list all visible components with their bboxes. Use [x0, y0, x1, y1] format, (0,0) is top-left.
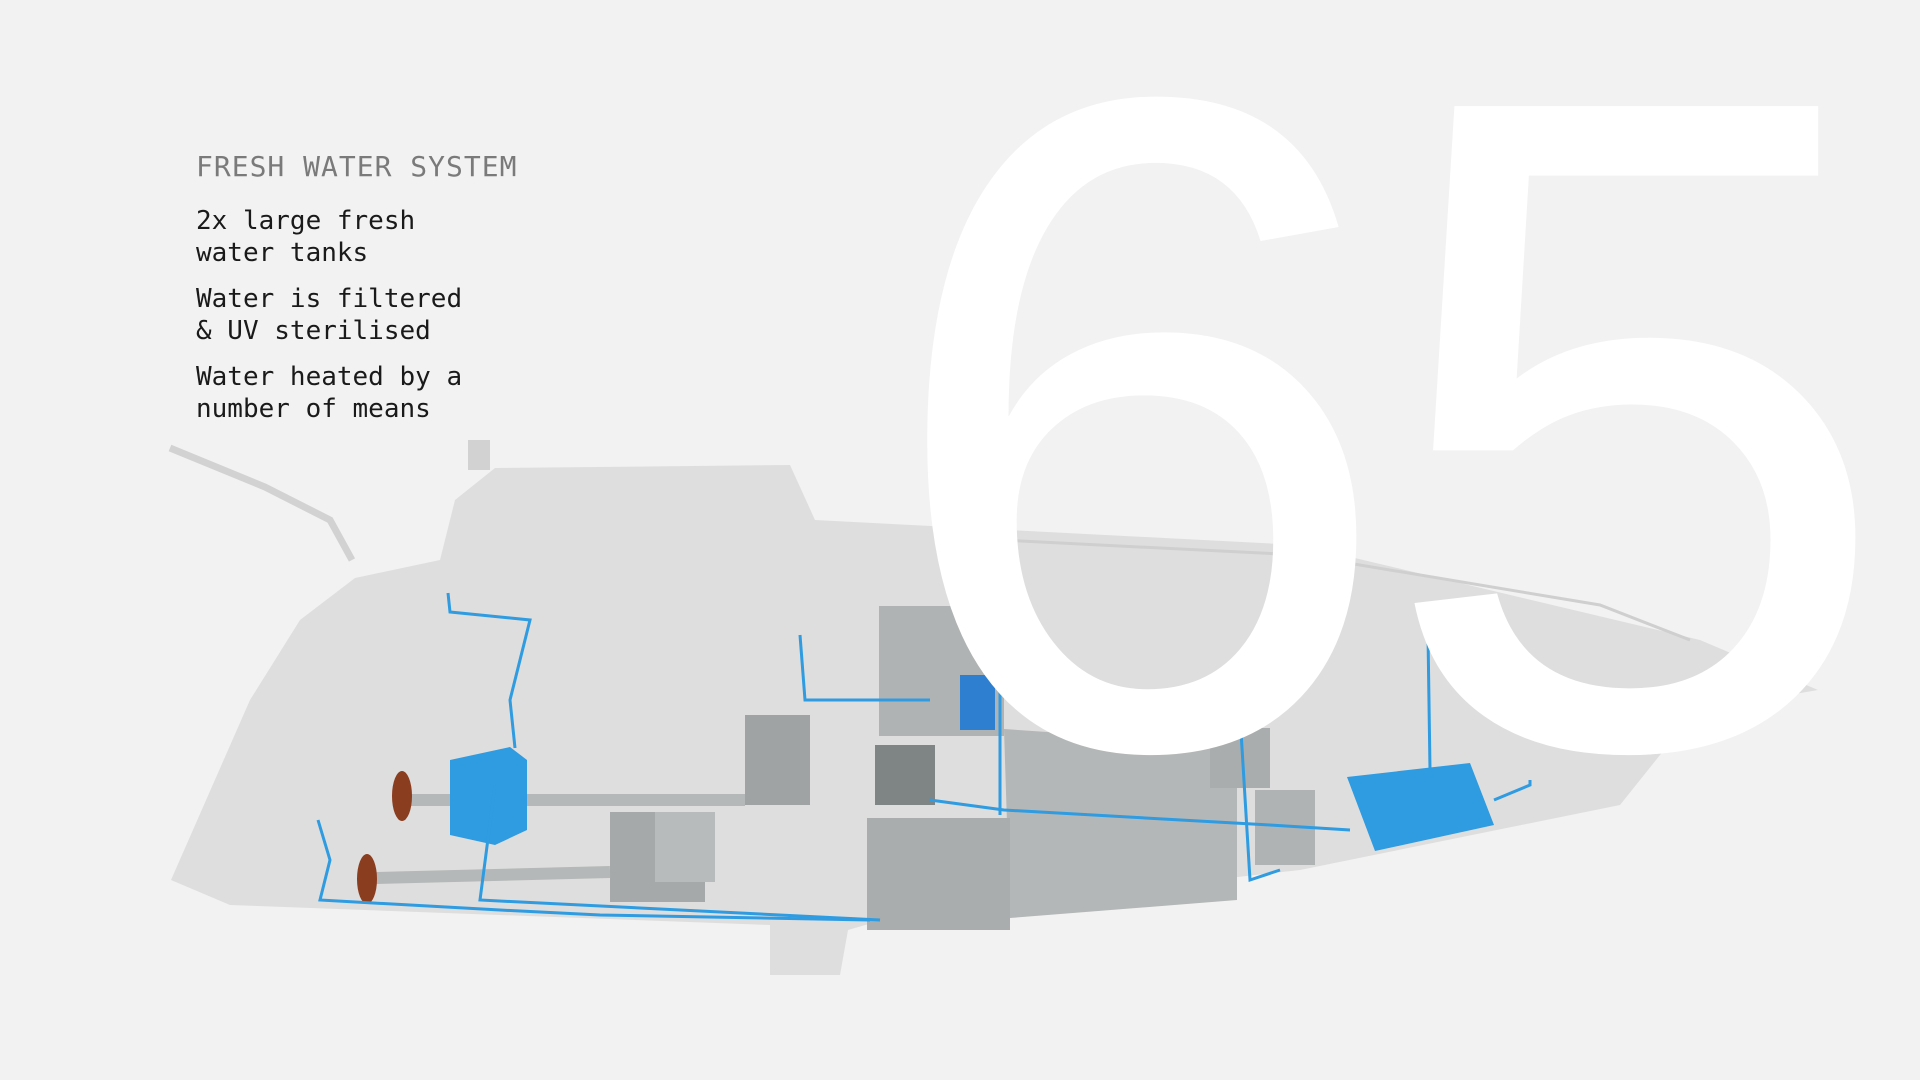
fresh-water-tank-fwd — [1347, 763, 1494, 851]
uv-filter-unit — [960, 675, 995, 730]
propeller-upper — [392, 771, 412, 821]
engine — [875, 745, 935, 805]
feature-heating: Water heated by a number of means — [196, 362, 463, 424]
propeller-lower — [357, 854, 377, 904]
engine-room-floor — [1004, 729, 1237, 918]
shaft-lower — [374, 866, 611, 884]
railing — [999, 538, 1691, 642]
section-title: FRESH WATER SYSTEM — [196, 150, 518, 183]
model-number: 65 — [880, 0, 1894, 944]
generator — [745, 715, 810, 805]
fresh-water-pipes — [316, 592, 1532, 922]
aft-block-2 — [655, 812, 715, 882]
feature-water-tanks: 2x large fresh water tanks — [196, 206, 416, 268]
boom — [168, 444, 356, 562]
feature-filtration: Water is filtered & UV sterilised — [196, 284, 463, 346]
engine-block-lower — [867, 818, 1010, 930]
mast — [468, 440, 490, 470]
fresh-water-tank-aft — [450, 747, 527, 845]
